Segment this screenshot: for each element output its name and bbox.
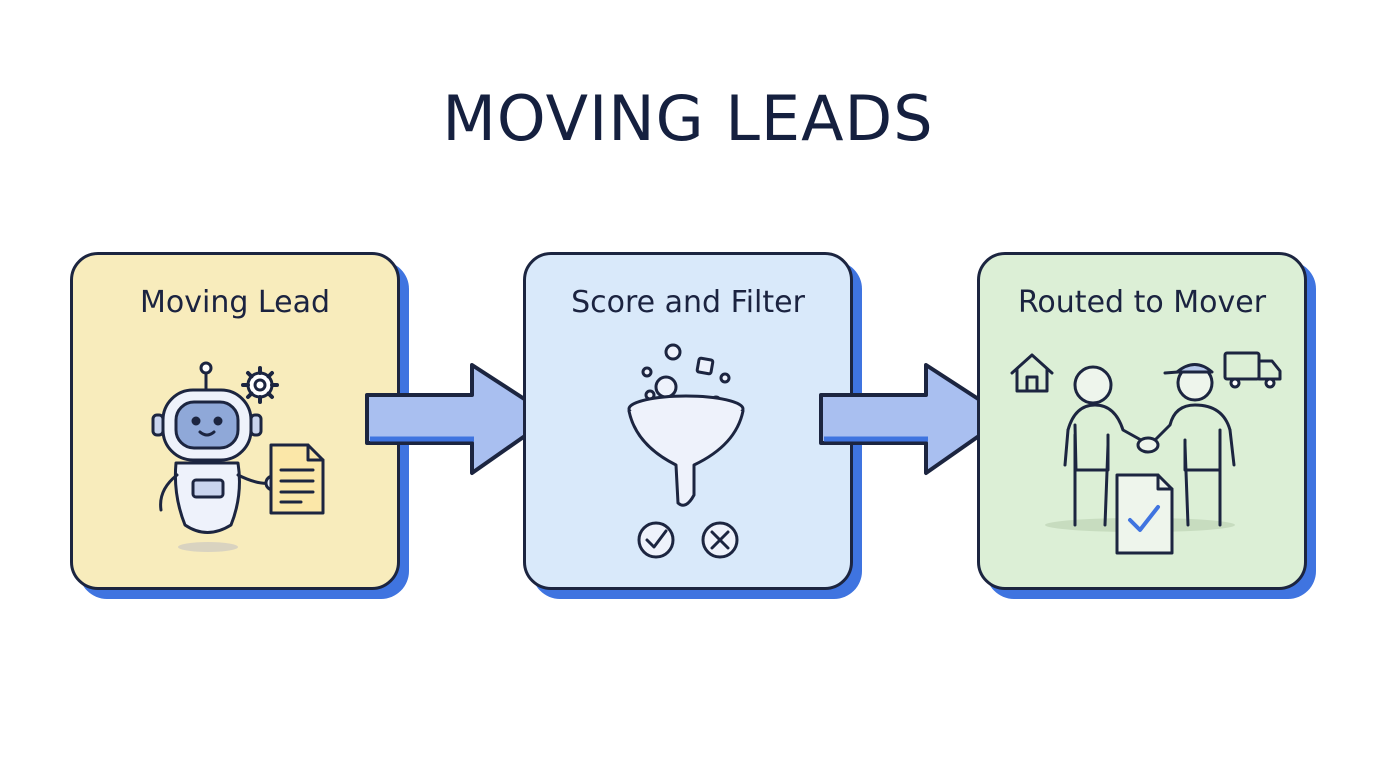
diagram-title: MOVING LEADS [442,82,934,155]
house-icon [1010,353,1054,393]
step-card-routed-to-mover: Routed to Mover [977,252,1307,590]
step-label: Moving Lead [140,285,330,320]
step-label: Routed to Mover [1017,285,1267,320]
flow-arrow-icon [819,363,1008,475]
step-label: Score and Filter [571,285,805,320]
truck-icon [1223,351,1282,389]
mover-avatar [1148,363,1236,527]
handshake-icon [1010,351,1282,555]
robot-with-document-icon [151,361,325,552]
step-card-score-and-filter: Score and Filter [523,252,853,590]
step-card-moving-lead: Moving Lead [70,252,400,590]
funnel-icon [627,343,745,559]
flow-arrow-icon [365,363,554,475]
